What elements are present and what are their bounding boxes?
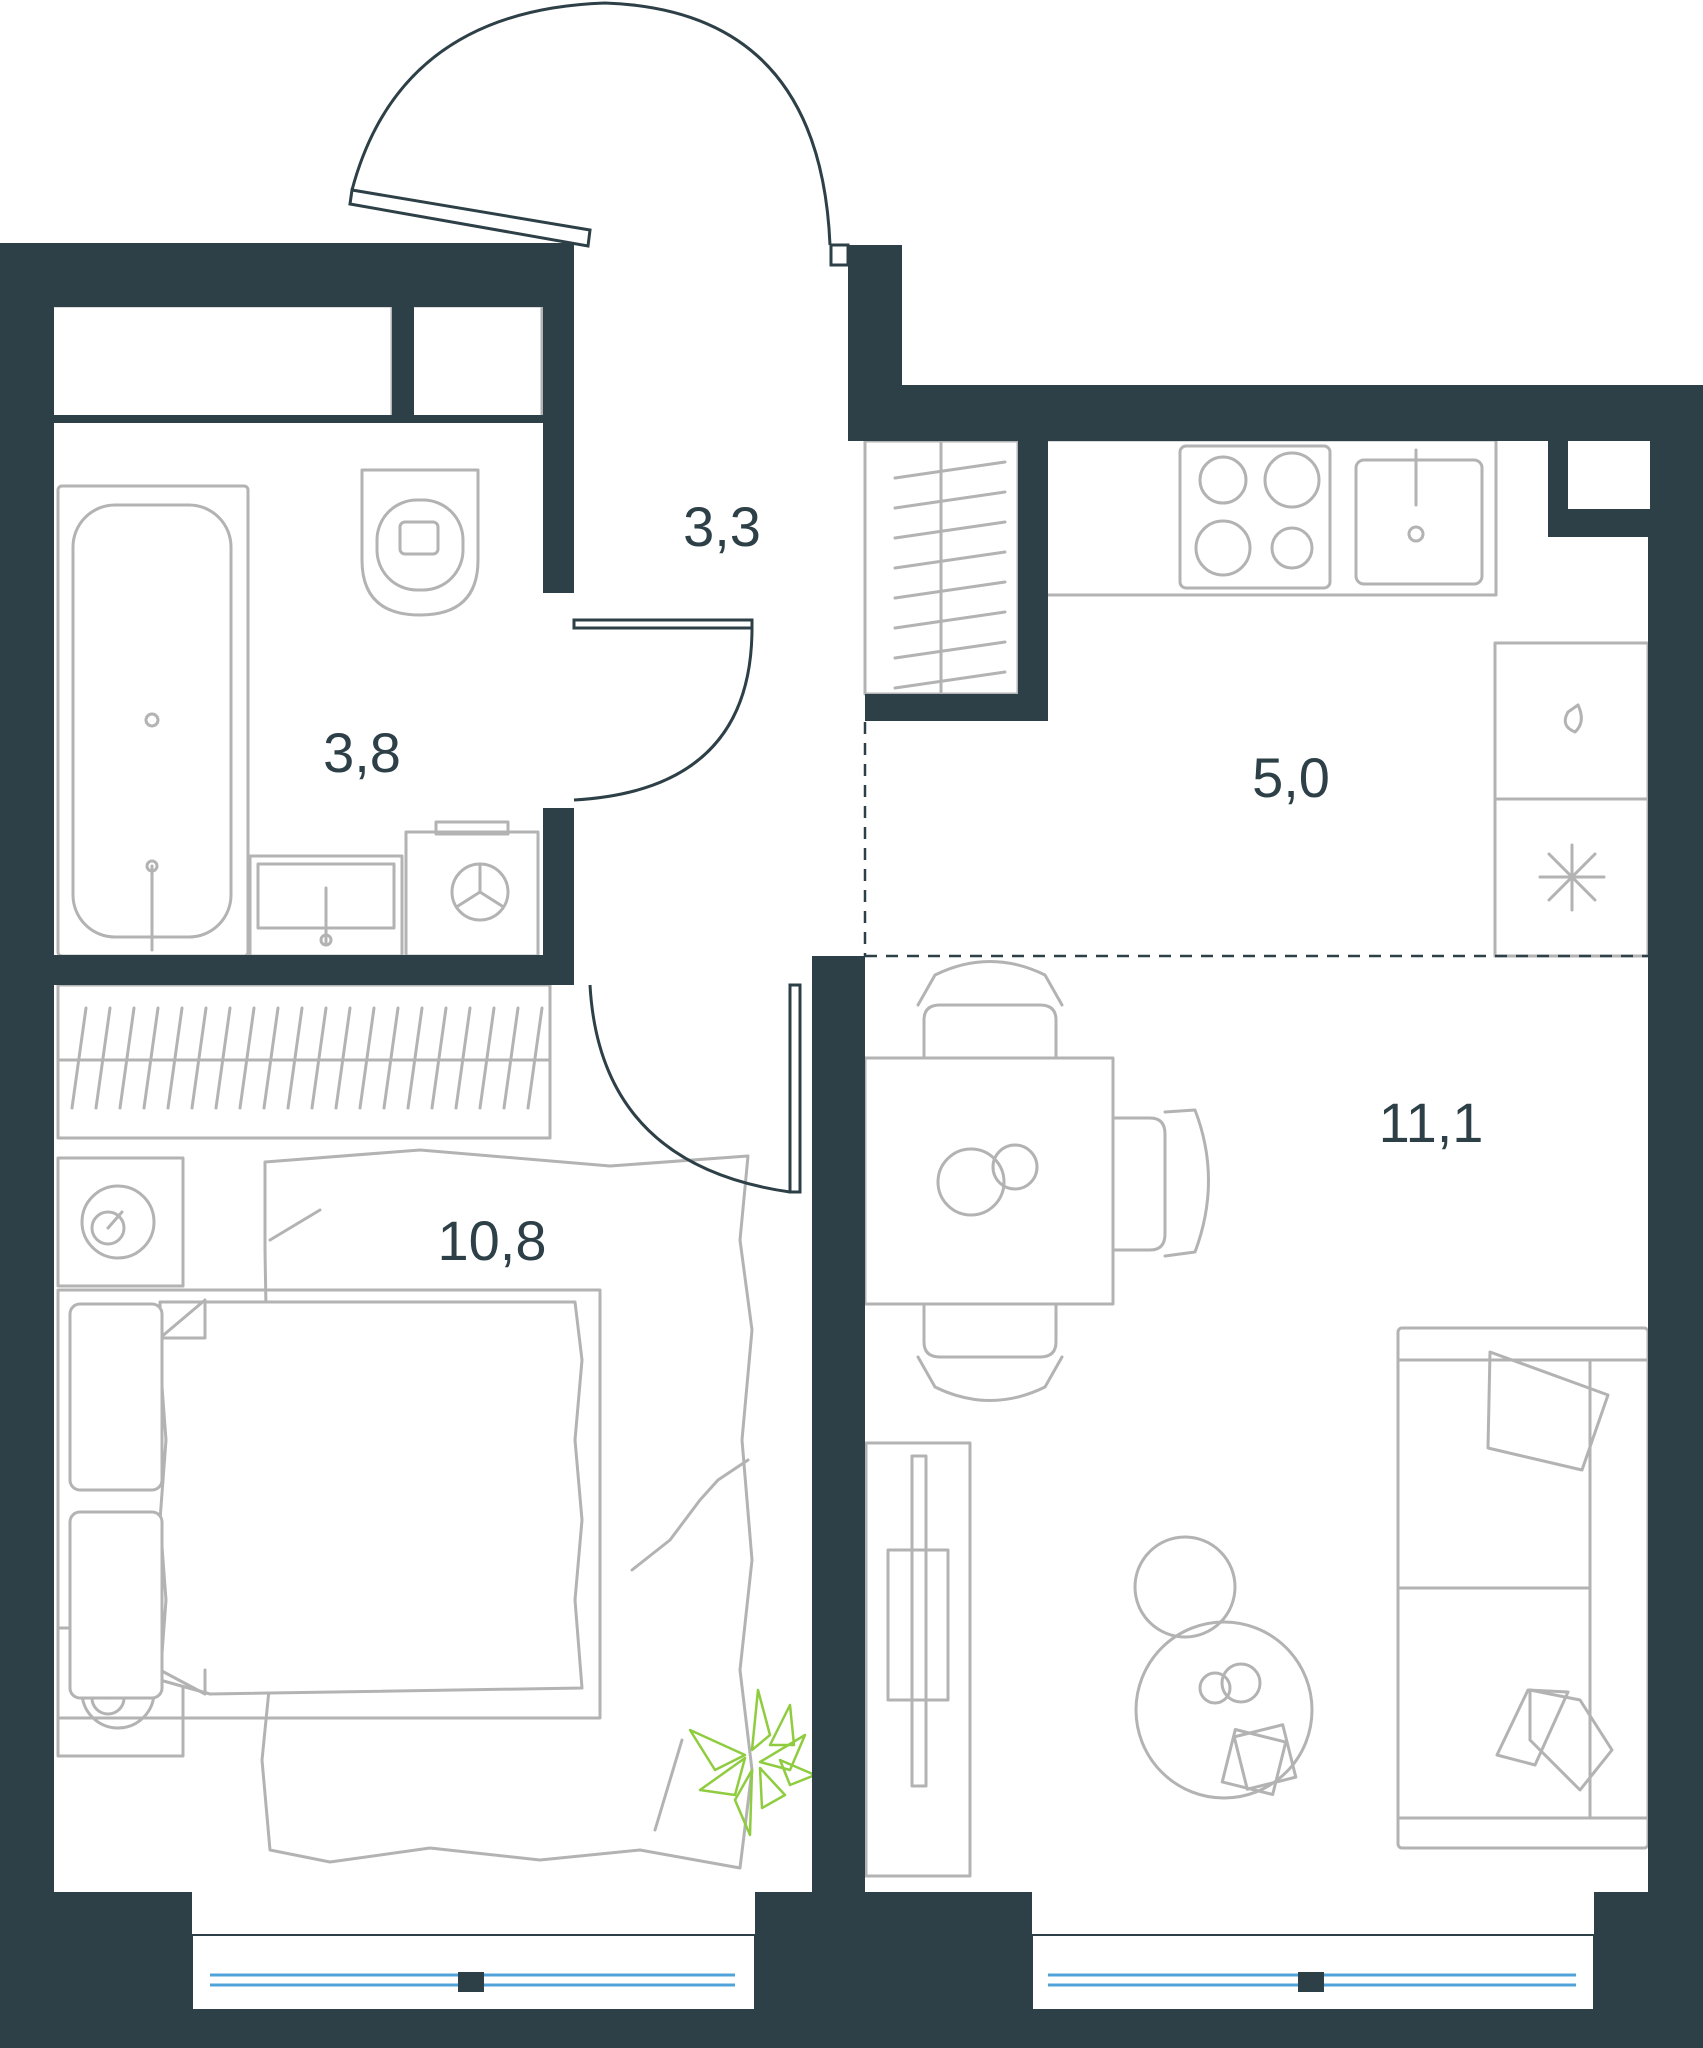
wardrobe-hanger bbox=[430, 1006, 448, 1110]
wardrobe-hanger bbox=[190, 1006, 208, 1110]
wardrobe-hanger bbox=[406, 1006, 424, 1110]
furniture-layer bbox=[50, 304, 1650, 1878]
wardrobe-hanger bbox=[166, 1006, 184, 1110]
wardrobe-hanger bbox=[526, 1006, 544, 1110]
sofa-icon bbox=[1396, 1326, 1650, 1850]
wardrobe-hanger bbox=[214, 1006, 232, 1110]
wardrobe-hanger bbox=[142, 1006, 160, 1110]
wardrobe-hanger bbox=[310, 1006, 328, 1110]
sink-icon bbox=[1354, 448, 1484, 586]
wardrobe-hanger bbox=[382, 1006, 400, 1110]
washing-machine-icon bbox=[404, 820, 540, 958]
fridge-icon bbox=[1493, 641, 1650, 801]
freezer-icon bbox=[1493, 797, 1650, 958]
wardrobe-hanger bbox=[358, 1006, 376, 1110]
wardrobe-hanger bbox=[286, 1006, 304, 1110]
stove-icon bbox=[1044, 438, 1498, 597]
room-area-kitchen: 5,0 bbox=[1252, 746, 1330, 809]
room-area-bathroom: 3,8 bbox=[323, 721, 401, 784]
storage-cabinets bbox=[50, 304, 544, 420]
walls bbox=[0, 243, 1703, 2048]
wardrobe-hanger bbox=[70, 1006, 88, 1110]
wardrobe-hanger bbox=[262, 1006, 280, 1110]
chair-icon bbox=[1111, 1108, 1210, 1258]
window bbox=[191, 1934, 756, 2011]
rug-icon bbox=[260, 1148, 754, 1870]
tv-console-icon bbox=[864, 1441, 972, 1878]
chair-icon bbox=[916, 1302, 1064, 1402]
area-labels: 3,3 3,8 5,0 10,8 11,1 bbox=[323, 495, 1483, 1272]
dining-table-icon bbox=[863, 1056, 1115, 1306]
entrance-door-icon bbox=[348, 1, 850, 267]
room-area-bedroom: 10,8 bbox=[438, 1209, 547, 1272]
chair-icon bbox=[916, 960, 1064, 1060]
wardrobe-icon bbox=[56, 983, 552, 1140]
plant-icon bbox=[688, 1688, 817, 1837]
wardrobe-hanger bbox=[118, 1006, 136, 1110]
toilet-icon bbox=[360, 468, 480, 617]
wardrobe-hanger bbox=[478, 1006, 496, 1110]
wardrobe-hanger bbox=[334, 1006, 352, 1110]
wardrobe-hanger bbox=[238, 1006, 256, 1110]
sink-icon bbox=[248, 854, 404, 958]
window bbox=[1031, 1934, 1595, 2011]
bathroom-door-icon bbox=[572, 618, 754, 802]
bedroom-door-icon bbox=[588, 983, 802, 1194]
coffee-table-icon bbox=[1133, 1535, 1314, 1800]
bed-icon bbox=[56, 1288, 602, 1720]
nightstand-lamp-icon bbox=[56, 1156, 185, 1288]
room-area-hall: 3,3 bbox=[683, 495, 761, 558]
wardrobe-hanger bbox=[94, 1006, 112, 1110]
kitchen-zone-boundary bbox=[863, 722, 1648, 958]
room-area-living: 11,1 bbox=[1379, 1091, 1484, 1154]
wardrobe-hanger bbox=[502, 1006, 520, 1110]
bathtub-icon bbox=[56, 484, 250, 958]
kitchen-shelf-cabinet bbox=[863, 439, 1020, 696]
wardrobe-hanger bbox=[454, 1006, 472, 1110]
